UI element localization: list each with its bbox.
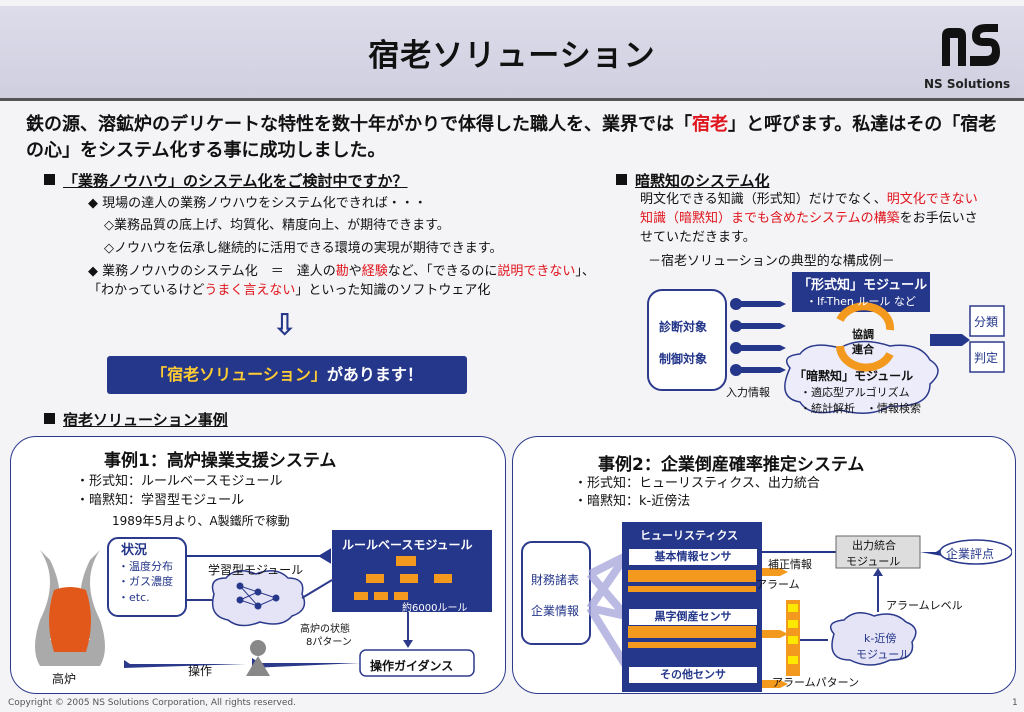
output-integration-label-1: 出力統合 (852, 539, 896, 552)
furnace-label: 高炉 (52, 672, 77, 686)
furnace-state-2: 8パターン (306, 637, 352, 648)
company-score-label: 企業評点 (946, 547, 995, 561)
learning-to-rule-line (301, 579, 333, 599)
operation-arrow (124, 660, 246, 668)
sensor-profit-bankruptcy: 黒字倒産センサ (628, 608, 758, 626)
ns-logo-icon (940, 22, 1000, 66)
status-item-2: ・ガス濃度 (118, 575, 173, 588)
section-heading-tacit: 暗黙知のシステム化 (616, 170, 770, 191)
neural-net-icon (236, 582, 280, 610)
case2-title: 事例2：企業倒産確率推定システム (598, 455, 865, 475)
bullet-1: ◆ 現場の達人の業務ノウハウをシステム化できれば・・・ (88, 196, 427, 211)
output-classify: 分類 (974, 315, 999, 329)
copyright: Copyright © 2005 NS Solutions Corporatio… (8, 698, 296, 708)
case1-tacit: ・暗黙知：学習型モジュール (76, 493, 245, 508)
bullet-2: ◆ 業務ノウハウのシステム化 ＝ 達人の勘や経験など、「できるのに説明できない」… (88, 264, 595, 298)
down-arrow-icon: ⇩ (272, 308, 298, 343)
sub-bullet-1: ◇業務品質の底上げ、均質化、精度向上、が期待できます。 (104, 218, 450, 233)
learning-module-label: 学習型モジュール (208, 563, 304, 577)
case2-tacit: ・暗黙知：k-近傍法 (574, 494, 691, 509)
diag-target-1: 診断対象 (659, 320, 708, 334)
correction-info-label: 補正情報 (768, 558, 812, 571)
alarm-level-label: アラームレベル (886, 599, 963, 612)
status-box (107, 537, 187, 617)
input-arrows (730, 298, 786, 376)
architecture-diagram (647, 272, 1005, 414)
input-flow-arrows (586, 552, 630, 669)
knn-label-1: k-近傍 (864, 632, 897, 645)
operation-label: 操作 (188, 664, 213, 678)
coop-label-1: 協調 (852, 328, 874, 341)
coop-label-2: 連合 (852, 343, 874, 356)
alarm-label: アラーム (756, 578, 800, 591)
company-score-ellipse (939, 539, 1012, 565)
furnace-state-1: 高炉の状態 (300, 624, 350, 635)
input-data-box (521, 541, 591, 645)
status-to-rule-arrow (186, 548, 331, 564)
knn-label-2: モジュール (856, 648, 911, 661)
case2-explicit: ・形式知：ヒューリスティクス、出力統合 (574, 476, 820, 491)
status-title: 状況 (121, 543, 148, 558)
output-integration-label-2: モジュール (846, 555, 901, 568)
explicit-module-sub: ・If-Then ルール など (806, 295, 916, 308)
output-arrow (930, 334, 970, 346)
lead-text: 鉄の源、溶鉱炉のデリケートな特性を数十年がかりで体得した職人を、業界では「宿老」… (26, 114, 997, 161)
tacit-module-sub-1: ・適応型アルゴリズム (800, 386, 910, 399)
sub-bullet-2: ◇ノウハウを伝承し継続的に活用できる環境の実現が期待できます。 (104, 241, 503, 256)
rulebase-label: ルールベースモジュール (342, 538, 473, 552)
page-number: 1 (1012, 698, 1018, 708)
guidance-label: 操作ガイダンス (370, 659, 454, 673)
solution-banner: 「宿老ソリューション」があります！ (107, 356, 467, 394)
status-item-1: ・温度分布 (118, 560, 173, 573)
input-target-box (647, 289, 727, 391)
header-band (0, 6, 1024, 101)
output-box-judge (969, 341, 1005, 373)
learning-cloud (211, 570, 306, 627)
sensor-other: その他センサ (628, 666, 758, 684)
input-info-label: 入力情報 (726, 386, 770, 399)
rule-count: 約6000ルール (402, 603, 468, 614)
output-box-classify (969, 305, 1005, 337)
section-heading-cases: 宿老ソリューション事例 (44, 409, 228, 430)
case1-date: 1989年5月より、A製鐵所で稼動 (112, 514, 290, 528)
tacit-module-title: 「暗黙知」モジュール (794, 369, 914, 383)
output-judge: 判定 (974, 351, 999, 365)
case2-panel (512, 436, 1016, 694)
alarm-pattern-label: アラームパターン (772, 676, 860, 689)
explicit-module-title: 「形式知」モジュール (798, 278, 928, 293)
example-title: －宿老ソリューションの典型的な構成例－ (648, 254, 895, 269)
section-heading-knowhow: 「業務ノウハウ」のシステム化をご検討中ですか？ (44, 170, 408, 191)
tacit-description: 明文化できる知識（形式知）だけでなく、明文化できない知識（暗黙知）までも含めたシ… (640, 192, 978, 245)
diag-target-2: 制御対象 (659, 352, 708, 366)
page-title: 宿老ソリューション (368, 38, 656, 74)
logo-text: NS Solutions (924, 77, 1011, 91)
tacit-module-cloud (784, 340, 939, 414)
rule-tree-icon (354, 556, 452, 600)
sensor-basic: 基本情報センサ (628, 548, 758, 566)
input-company-info: 企業情報 (531, 604, 580, 618)
output-integration-box (835, 535, 921, 569)
alarm-pattern-bar (786, 600, 800, 676)
tacit-module-sub-2: ・統計解析 ・情報検索 (800, 402, 921, 415)
knn-cloud (829, 612, 917, 666)
input-financial: 財務諸表 (531, 573, 580, 587)
status-item-3: ・etc. (118, 591, 150, 604)
case1-diagram (35, 530, 492, 677)
furnace-icon (35, 550, 105, 666)
coop-cycle-icon (836, 302, 895, 372)
guidance-to-operator-arrow (252, 658, 360, 668)
operator-icon (246, 640, 270, 676)
case1-title: 事例1：高炉操業支援システム (104, 451, 337, 471)
heuristics-label: ヒューリスティクス (640, 529, 739, 542)
case1-explicit: ・形式知：ルールベースモジュール (76, 474, 283, 489)
